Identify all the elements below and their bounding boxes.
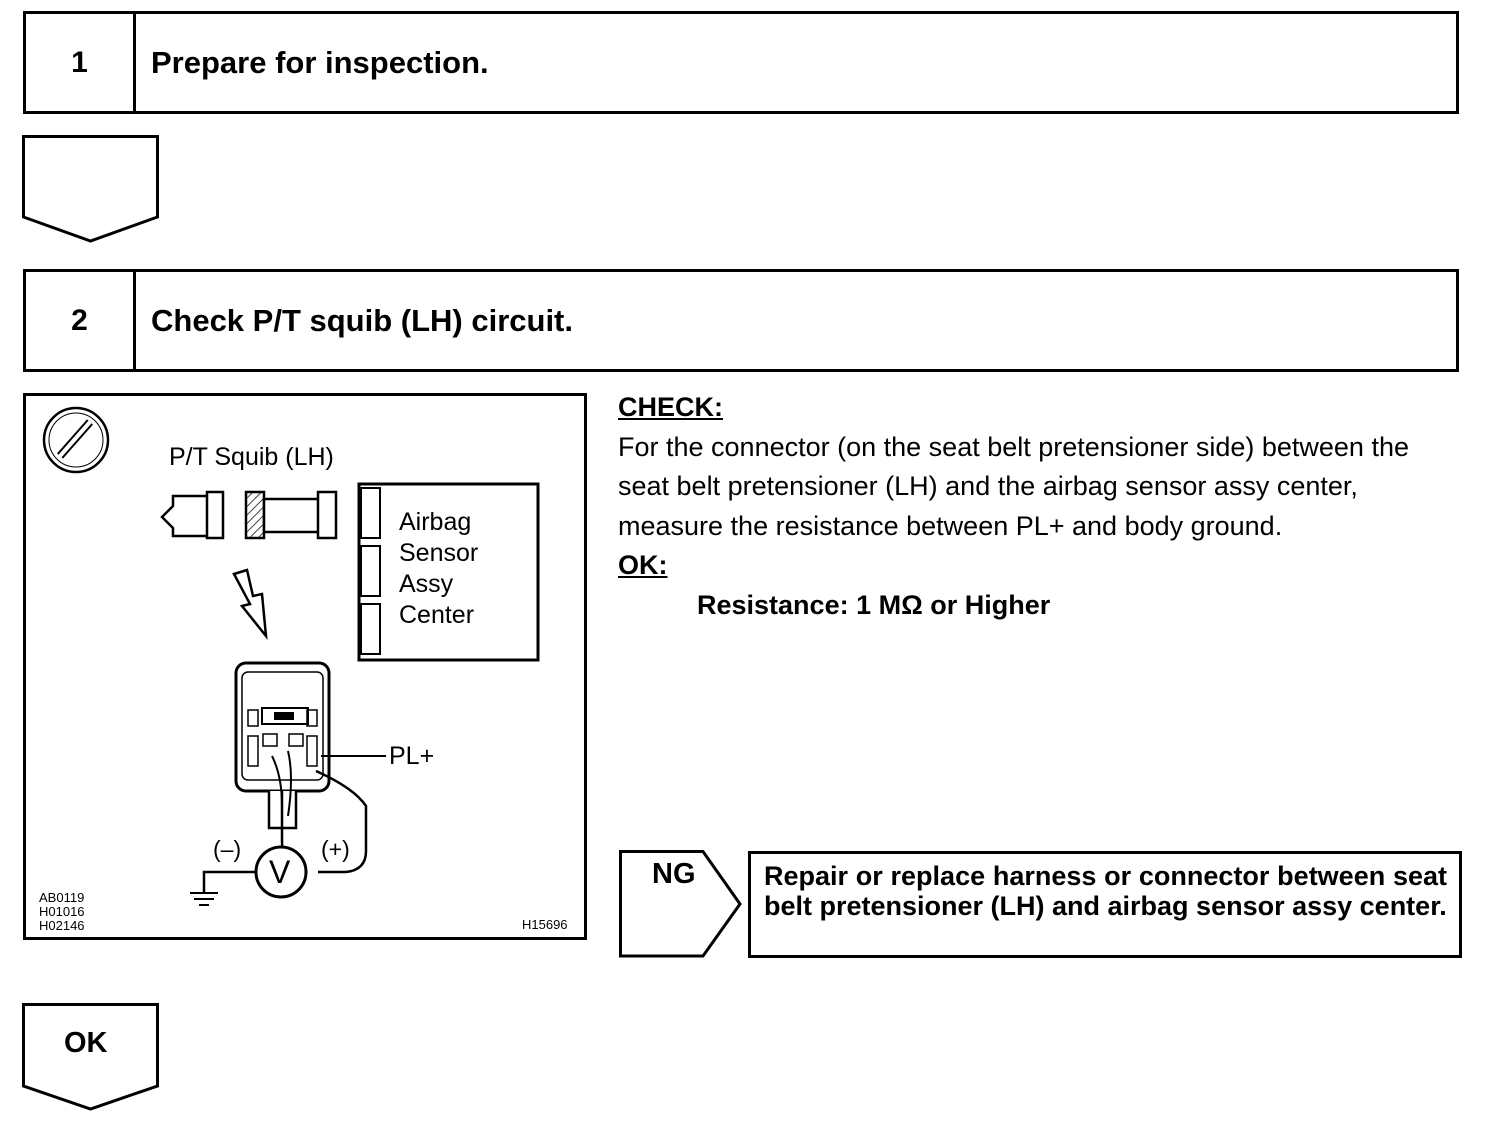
ok-heading: OK: bbox=[618, 550, 668, 580]
connector-diagram-svg bbox=[42, 406, 540, 906]
squib-connector-icon bbox=[160, 490, 338, 540]
ok-label: OK bbox=[64, 1027, 108, 1059]
figure-id: H15696 bbox=[522, 917, 568, 932]
step-1-header: 1 Prepare for inspection. bbox=[23, 11, 1459, 114]
airbag-sensor-box bbox=[357, 482, 540, 662]
disconnect-arrow-icon bbox=[232, 568, 268, 641]
connector-face-icon bbox=[234, 661, 331, 830]
step-1-title: Prepare for inspection. bbox=[151, 44, 489, 80]
ok-spec: Resistance: 1 MΩ or Higher bbox=[697, 589, 1051, 620]
flow-arrow-down-icon bbox=[22, 135, 159, 243]
plus-label: (+) bbox=[321, 836, 350, 862]
squib-label: P/T Squib (LH) bbox=[169, 443, 334, 471]
check-heading: CHECK: bbox=[618, 392, 723, 422]
step-2-number: 2 bbox=[26, 272, 136, 369]
minus-label: (–) bbox=[213, 836, 242, 862]
step-2-header: 2 Check P/T squib (LH) circuit. bbox=[23, 269, 1459, 372]
check-instructions: For the connector (on the seat belt pret… bbox=[618, 431, 1409, 541]
sensor-label-line-3: Assy bbox=[399, 570, 454, 598]
step-2-title: Check P/T squib (LH) circuit. bbox=[151, 302, 573, 338]
ng-result-box: Repair or replace harness or connector b… bbox=[748, 851, 1462, 958]
figure-ref-codes: AB0119 H01016 H02146 bbox=[39, 890, 85, 933]
ground-icon bbox=[190, 892, 218, 906]
check-section: CHECK: For the connector (on the seat be… bbox=[618, 388, 1463, 625]
ng-arrow-icon bbox=[619, 850, 742, 958]
sensor-label-line-2: Sensor bbox=[399, 539, 479, 567]
sensor-label-line-1: Airbag bbox=[399, 508, 472, 536]
step-1-number: 1 bbox=[26, 14, 136, 111]
caution-icon bbox=[42, 406, 110, 474]
sensor-label-line-4: Center bbox=[399, 601, 475, 629]
terminal-label: PL+ bbox=[389, 742, 435, 770]
ng-label: NG bbox=[652, 858, 696, 890]
meter-symbol: V bbox=[269, 854, 291, 890]
inspection-diagram: P/T Squib (LH) Airbag Sensor Assy Center… bbox=[23, 393, 587, 940]
ok-arrow-icon bbox=[22, 1003, 159, 1111]
